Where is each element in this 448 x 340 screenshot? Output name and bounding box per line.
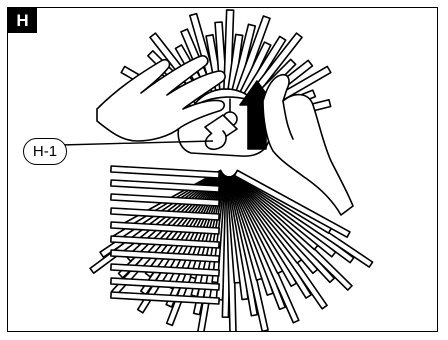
illustration-frame: H H-1 — [7, 7, 438, 332]
callout-label: H-1 — [23, 138, 67, 165]
step-badge: H — [8, 8, 37, 33]
callout-leader-line — [8, 8, 438, 332]
